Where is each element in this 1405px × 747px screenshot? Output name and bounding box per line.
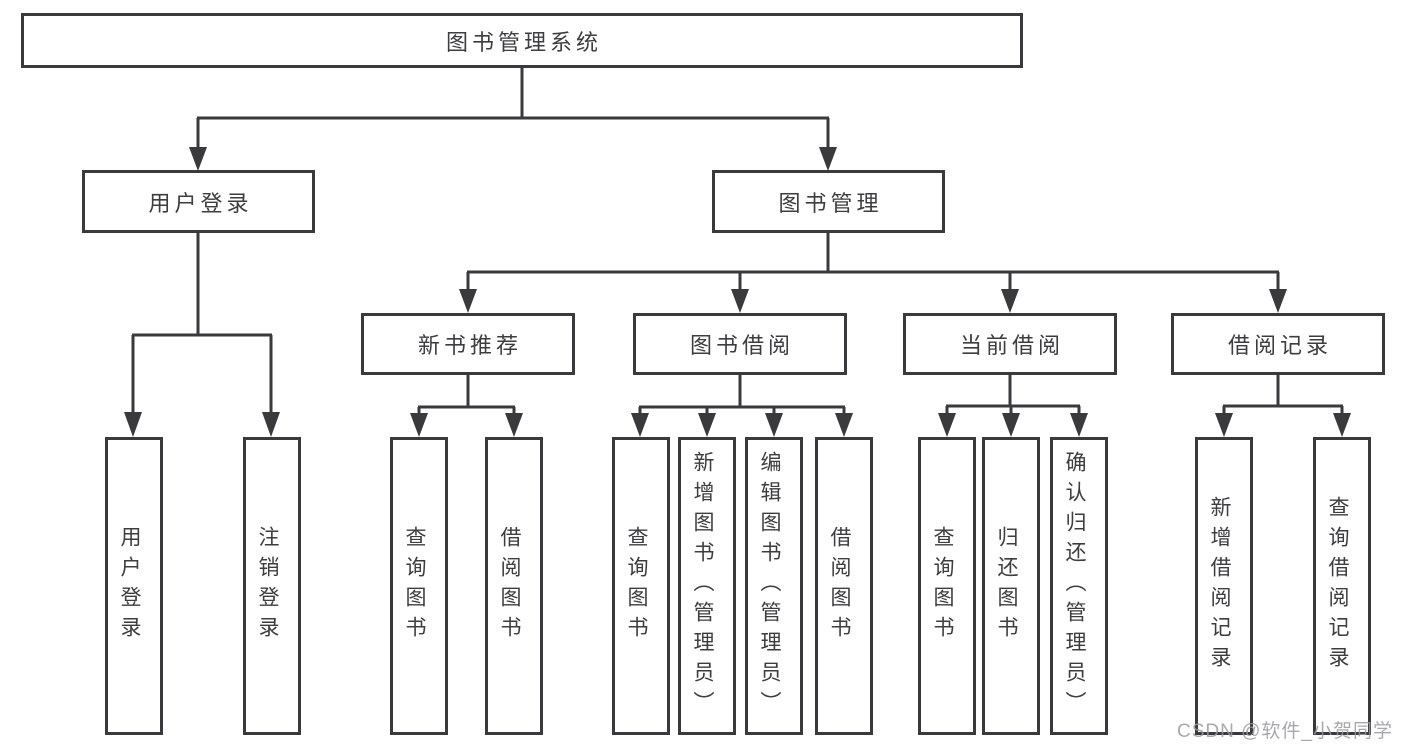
node-user-login-action: 用户登录 — [105, 437, 163, 735]
node-label: 借阅图书 — [828, 526, 851, 646]
node-borrow-records: 借阅记录 — [1171, 313, 1385, 375]
node-label: 编辑图书（管理员） — [758, 451, 781, 721]
node-query-books-current: 查询图书 — [918, 437, 976, 735]
node-return-books: 归还图书 — [982, 437, 1040, 735]
node-label: 当前借阅 — [959, 333, 1064, 358]
node-label: 查询借阅记录 — [1326, 496, 1349, 676]
node-label: 新书推荐 — [417, 333, 522, 358]
node-edit-books-admin: 编辑图书（管理员） — [745, 437, 803, 735]
csdn-watermark: CSDN @软件_小贺同学 — [1177, 721, 1393, 742]
node-label: 注销登录 — [256, 526, 279, 646]
node-label: 用户登录 — [148, 190, 253, 216]
node-borrow-books-recommend: 借阅图书 — [485, 437, 543, 735]
node-add-borrow-record: 新增借阅记录 — [1195, 437, 1253, 735]
node-user-login: 用户登录 — [82, 170, 315, 233]
node-borrow-books-action: 借阅图书 — [815, 437, 873, 735]
node-label: 新增图书（管理员） — [691, 451, 714, 721]
node-label: 查询图书 — [403, 526, 426, 646]
node-label: 用户登录 — [118, 526, 141, 646]
node-label: 借阅记录 — [1227, 333, 1332, 358]
node-add-books-admin: 新增图书（管理员） — [678, 437, 736, 735]
node-current-borrow: 当前借阅 — [903, 313, 1117, 375]
node-label: 借阅图书 — [498, 526, 521, 646]
node-query-books-borrow: 查询图书 — [612, 437, 670, 735]
node-label: 图书管理系统 — [445, 29, 602, 55]
node-label: 图书借阅 — [689, 333, 794, 358]
node-root-library-system: 图书管理系统 — [21, 13, 1023, 68]
node-book-management: 图书管理 — [712, 170, 945, 233]
node-logout-action: 注销登录 — [243, 437, 301, 735]
node-label: 图书管理 — [778, 190, 883, 216]
node-confirm-return-admin: 确认归还（管理员） — [1050, 437, 1108, 735]
node-label: 查询图书 — [625, 526, 648, 646]
node-query-borrow-record: 查询借阅记录 — [1313, 437, 1371, 735]
node-query-books-recommend: 查询图书 — [390, 437, 448, 735]
node-book-borrow: 图书借阅 — [633, 313, 847, 375]
node-label: 新增借阅记录 — [1208, 496, 1231, 676]
node-label: 归还图书 — [995, 526, 1018, 646]
node-new-book-recommend: 新书推荐 — [361, 313, 575, 375]
node-label: 确认归还（管理员） — [1063, 451, 1086, 721]
node-label: 查询图书 — [931, 526, 954, 646]
